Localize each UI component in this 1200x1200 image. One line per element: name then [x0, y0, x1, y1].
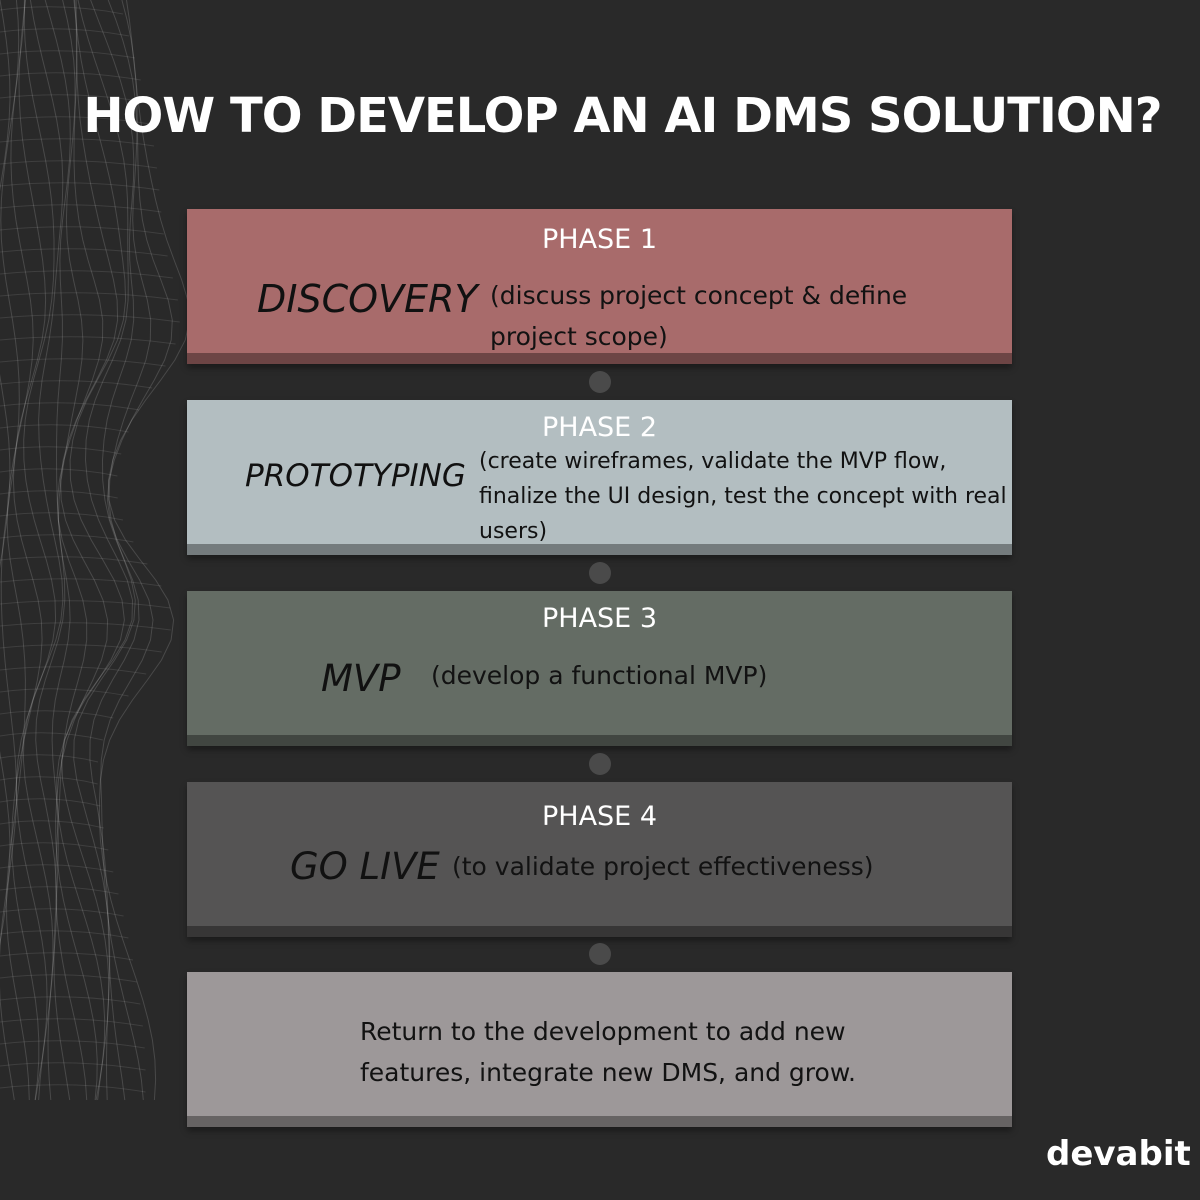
- mesh-line: [0, 798, 101, 807]
- mesh-line: [0, 490, 118, 499]
- mesh-line: [0, 908, 124, 917]
- phase-4-card: PHASE 4 GO LIVE (to validate project eff…: [187, 782, 1012, 937]
- mesh-line: [0, 226, 164, 235]
- mesh-line: [100, 0, 173, 1101]
- mesh-line: [0, 710, 114, 719]
- mesh-line: [0, 842, 109, 851]
- phase-4-label: PHASE 4: [541, 801, 657, 832]
- mesh-line: [0, 1040, 145, 1049]
- mesh-line: [89, 0, 152, 1101]
- mesh-line: [0, 116, 151, 125]
- mesh-line: [61, 0, 134, 1101]
- mesh-line: [0, 974, 137, 983]
- connector-dot-3: [589, 753, 611, 775]
- mesh-line: [0, 622, 171, 631]
- connector-dot-4: [589, 943, 611, 965]
- final-step-card: Return to the development to add new fea…: [187, 972, 1012, 1127]
- mesh-line: [0, 644, 162, 653]
- mesh-line: [0, 314, 180, 323]
- phase-2-label: PHASE 2: [541, 412, 657, 443]
- mesh-line: [0, 820, 104, 829]
- mesh-line: [0, 94, 146, 103]
- mesh-line: [0, 138, 155, 147]
- mesh-line: [0, 578, 162, 587]
- mesh-line: [0, 732, 104, 741]
- mesh-line: [0, 512, 124, 521]
- mesh-line: [0, 28, 130, 37]
- mesh-line: [0, 1062, 146, 1071]
- mesh-line: [0, 204, 162, 213]
- mesh-line: [0, 424, 129, 433]
- mesh-line: [0, 930, 129, 939]
- mesh-line: [15, 0, 57, 1101]
- mesh-line: [0, 336, 176, 345]
- mesh-line: [55, 0, 104, 1101]
- mesh-line: [0, 534, 134, 543]
- phase-3-card: PHASE 3 MVP (develop a functional MVP): [187, 591, 1012, 746]
- mesh-line: [0, 380, 153, 389]
- mesh-line: [0, 182, 160, 191]
- mesh-line: [0, 1084, 146, 1093]
- final-step-text: Return to the development to add new fea…: [360, 1017, 856, 1087]
- mesh-line: [0, 776, 98, 785]
- phase-4-name: GO LIVE: [290, 845, 440, 888]
- mesh-line: [73, 0, 136, 1101]
- mesh-line: [0, 996, 141, 1005]
- mesh-line: [51, 0, 84, 1101]
- mesh-line: [0, 600, 171, 609]
- mesh-line: [0, 292, 178, 301]
- mesh-line: [22, 0, 64, 1101]
- phase-4-description: (to validate project effectiveness): [452, 852, 874, 881]
- brand-logo: devabit: [1046, 1134, 1191, 1174]
- connector-dot-2: [589, 562, 611, 584]
- mesh-line: [0, 886, 119, 895]
- mesh-line: [0, 556, 148, 565]
- mesh-line: [0, 402, 140, 411]
- mesh-line: [5, 0, 34, 1101]
- page-title: HOW TO DEVELOP AN AI DMS SOLUTION?: [83, 88, 1162, 144]
- phase-3-name: MVP: [321, 657, 401, 700]
- mesh-line: [0, 270, 173, 279]
- phase-3-description: (develop a functional MVP): [431, 661, 768, 690]
- phase-3-label: PHASE 3: [541, 603, 657, 634]
- connector-dot-1: [589, 371, 611, 393]
- mesh-line: [0, 248, 168, 257]
- mesh-line: [98, 0, 191, 1101]
- phase-1-label: PHASE 1: [541, 224, 657, 255]
- mesh-line: [0, 72, 141, 81]
- mesh-line: [56, 0, 127, 1101]
- mesh-line: [0, 666, 147, 675]
- mesh-line: [0, 0, 11, 946]
- mesh-line: [0, 864, 114, 873]
- phase-2-name: PROTOTYPING: [245, 458, 466, 494]
- mesh-line: [11, 0, 47, 1101]
- mesh-line: [0, 688, 129, 697]
- mesh-line: [0, 1018, 143, 1027]
- mesh-line: [0, 446, 122, 455]
- mesh-line: [0, 0, 20, 1101]
- phase-1-card: PHASE 1 DISCOVERY (discuss project conce…: [187, 209, 1012, 364]
- mesh-line: [0, 952, 134, 961]
- mesh-line: [55, 0, 119, 1101]
- phase-1-description: (discuss project concept & define projec…: [490, 281, 908, 351]
- mesh-line: [0, 358, 166, 367]
- mesh-line: [0, 6, 123, 15]
- phase-2-card: PHASE 2 PROTOTYPING (create wireframes, …: [187, 400, 1012, 555]
- mesh-line: [0, 160, 158, 169]
- mesh-line: [35, 0, 71, 1101]
- phase-2-description: (create wireframes, validate the MVP flo…: [479, 449, 1007, 544]
- mesh-line: [0, 50, 136, 59]
- phase-1-name: DISCOVERY: [257, 277, 478, 321]
- mesh-line: [0, 468, 118, 477]
- mesh-line: [0, 754, 99, 763]
